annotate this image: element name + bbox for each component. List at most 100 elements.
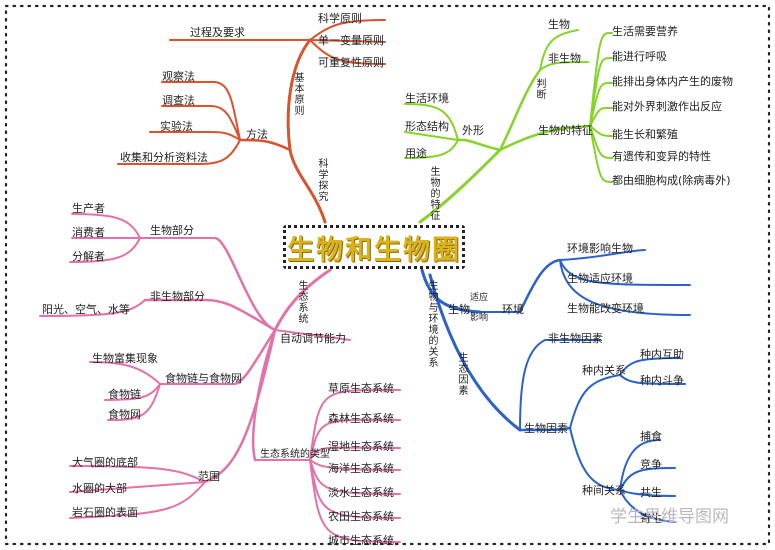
adapt-label: 适应 xyxy=(470,293,489,303)
feature-item: 能对外界刺激作出反应 xyxy=(612,100,722,113)
method-item-line xyxy=(161,81,241,141)
env-item: 生物能改变环境 xyxy=(567,302,644,315)
method-root-label: 科学探究 xyxy=(316,158,327,202)
food-item-line xyxy=(104,383,161,401)
central-topic: 生物和生物圈 xyxy=(283,225,465,269)
abio-item-line xyxy=(39,299,146,317)
range-item-line xyxy=(69,481,206,493)
bio-item-line xyxy=(69,237,141,263)
shape-item: 用途 xyxy=(405,147,427,160)
factors-trunk xyxy=(428,273,522,432)
methods-line xyxy=(238,138,292,152)
bio-item: 生产者 xyxy=(72,202,105,215)
judge-item: 非生物 xyxy=(548,52,581,65)
shape-line xyxy=(456,138,502,152)
inter-item: 寄生 xyxy=(640,512,662,525)
features-hub-label: 生物的特征 xyxy=(538,124,593,137)
feature-item-line xyxy=(589,125,613,137)
relation-root-label: 生物与环境的关系 xyxy=(426,280,437,368)
biotic-label: 生物因素 xyxy=(524,422,568,435)
type-item: 农田生态系统 xyxy=(328,510,394,523)
type-item: 草原生态系统 xyxy=(328,382,394,395)
type-item: 森林生态系统 xyxy=(328,412,394,425)
type-item: 城市生态系统 xyxy=(328,534,394,547)
ecosystem-trunk xyxy=(273,268,332,332)
abiotic-line xyxy=(519,339,601,431)
env-item: 生物适应环境 xyxy=(567,272,633,285)
principles-hub-label: 基本原则 xyxy=(292,72,303,116)
bio-item-line xyxy=(71,213,141,239)
factors-root-label: 生态因素 xyxy=(456,352,467,396)
shape-item-line xyxy=(404,139,459,159)
feature-item: 能进行呼吸 xyxy=(612,50,667,63)
type-item-line xyxy=(309,459,401,543)
principle-item: 科学原则 xyxy=(318,12,362,25)
principle-item: 可重复性原则 xyxy=(318,56,384,69)
inter-line xyxy=(569,427,621,491)
types-line xyxy=(251,328,277,462)
environment-label: 环境 xyxy=(502,303,524,316)
method-item: 调查法 xyxy=(162,94,195,107)
food-hub-label: 食物链与食物网 xyxy=(165,372,242,385)
range-item-line xyxy=(69,481,206,519)
range-hub-label: 范围 xyxy=(198,470,220,483)
method-trunk xyxy=(288,148,327,224)
watermark: 学生思维导图网 xyxy=(610,507,729,527)
method-item-line xyxy=(117,139,241,165)
type-item-line xyxy=(309,418,401,461)
type-item-line xyxy=(309,459,401,471)
bio-part-label: 生物部分 xyxy=(150,224,194,237)
feature-item: 有遗传和变异的特性 xyxy=(612,150,711,163)
feature-item: 能排出身体内产生的废物 xyxy=(612,75,733,88)
inter-item: 捕食 xyxy=(640,430,662,443)
affect-label: 影响 xyxy=(470,313,489,323)
shape-item: 生活环境 xyxy=(405,92,449,105)
shape-item-line xyxy=(404,131,459,141)
feature-item: 能生长和繁殖 xyxy=(612,128,678,141)
type-item: 海洋生态系统 xyxy=(328,462,394,475)
biotic-line xyxy=(518,426,572,432)
abio-part-label: 非生物部分 xyxy=(150,290,205,303)
principle-line xyxy=(309,39,386,43)
principle-item: 单一变量原则 xyxy=(318,34,384,47)
feature-item-line xyxy=(589,31,613,127)
inter-label: 种间关系 xyxy=(582,484,626,497)
range-item-line xyxy=(69,465,206,483)
range-line xyxy=(203,328,277,484)
regulation-line xyxy=(274,329,351,341)
judge-label: 判断 xyxy=(534,78,545,100)
food-item-line xyxy=(107,383,161,421)
page-border xyxy=(4,4,771,546)
features-root-label: 生物的特征 xyxy=(428,166,439,221)
intra-line xyxy=(569,374,621,429)
feature-item-line xyxy=(589,125,613,183)
range-item: 水圈的大部 xyxy=(72,482,127,495)
abio-part-line xyxy=(143,298,277,332)
food-line xyxy=(233,328,277,386)
intra-label: 种内关系 xyxy=(582,364,626,377)
inter-item-line xyxy=(619,489,676,497)
feature-item-line xyxy=(589,56,613,127)
method-item-line xyxy=(149,131,241,141)
bio-part-line xyxy=(213,236,277,332)
judge-item-line xyxy=(539,29,579,71)
inter-item-line xyxy=(619,467,676,491)
intra-item-line xyxy=(619,357,681,376)
type-item-line xyxy=(309,446,401,461)
env-item-line xyxy=(559,249,646,261)
type-item: 淡水生态系统 xyxy=(328,486,394,499)
method-item-line xyxy=(161,105,241,141)
features-line xyxy=(498,124,592,152)
shape-item: 形态结构 xyxy=(405,120,449,133)
principles-trunk xyxy=(286,38,312,152)
intra-item: 种内斗争 xyxy=(640,374,684,387)
method-item: 观察法 xyxy=(162,70,195,83)
inter-item: 共生 xyxy=(640,486,662,499)
feature-item: 生活需要营养 xyxy=(612,25,678,38)
food-item-line xyxy=(89,361,161,385)
abio-item: 阳光、空气、水等 xyxy=(42,303,130,316)
range-item: 大气圈的底部 xyxy=(72,456,138,469)
feature-item-line xyxy=(589,106,613,127)
judge-item: 生物 xyxy=(548,18,570,31)
